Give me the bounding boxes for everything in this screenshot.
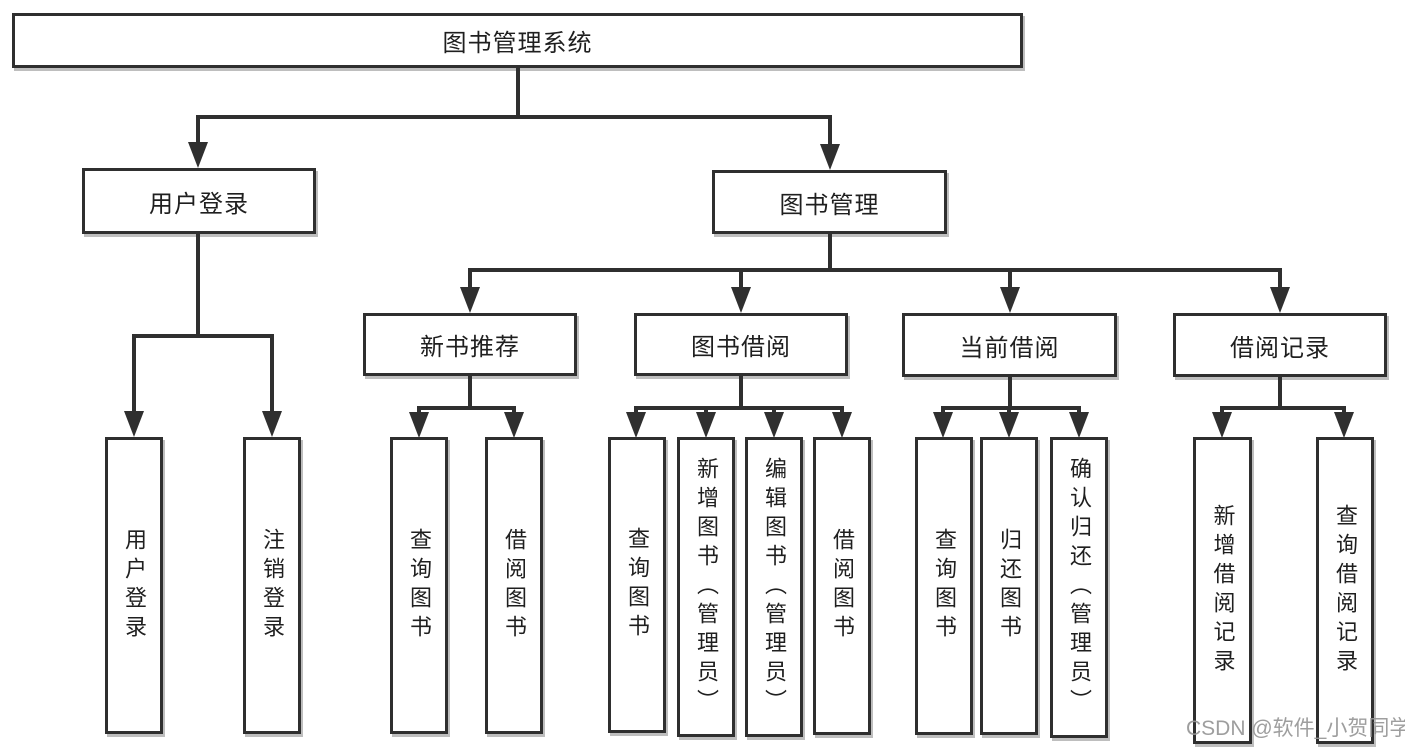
arrow-down-icon-leaf (764, 412, 784, 438)
node-borrow-records-label: 借阅记录 (1230, 334, 1330, 362)
connector-user-login-branch (132, 334, 274, 338)
node-root-label: 图书管理系统 (442, 30, 593, 57)
leaf-query-books-recommend: 查询图书 (390, 437, 448, 734)
connector-shaft-leaf (1007, 406, 1011, 416)
arrow-down-icon-leaf (1212, 412, 1232, 438)
connector-shaft-leaf (840, 406, 844, 416)
connector-level3-branch (468, 268, 1282, 272)
node-user-login: 用户登录 (82, 168, 316, 234)
connector-shaft-leaf (704, 406, 708, 416)
leaf-borrow-books: 借阅图书 (813, 437, 871, 735)
leaf-return-books-label: 归还图书 (997, 528, 1022, 644)
leaf-return-books: 归还图书 (980, 437, 1038, 735)
arrow-down-icon-borrow-records (1270, 287, 1290, 313)
leaf-logout: 注销登录 (243, 437, 301, 734)
connector-book-borrow-branch (634, 406, 844, 410)
connector-new-book-stem (468, 374, 472, 410)
node-new-book-recommend-label: 新书推荐 (420, 334, 520, 361)
arrow-down-icon-leaf-login (124, 411, 144, 437)
node-new-book-recommend: 新书推荐 (363, 313, 577, 376)
leaf-edit-books-admin-label: 编辑图书（管理员） (762, 456, 787, 718)
arrow-down-icon-leaf (696, 412, 716, 438)
arrow-down-icon-leaf (409, 412, 429, 438)
leaf-user-login-label: 用户登录 (122, 527, 147, 644)
connector-borrow-records-stem (1278, 374, 1282, 410)
arrow-down-icon-leaf (626, 412, 646, 438)
leaf-user-login: 用户登录 (105, 437, 163, 734)
node-user-login-label: 用户登录 (149, 190, 249, 218)
node-book-management-label: 图书管理 (779, 191, 880, 219)
leaf-add-borrow-record-label: 新增借阅记录 (1210, 503, 1236, 678)
csdn-watermark: CSDN @软件_小贺同学 (1186, 717, 1405, 740)
arrow-down-icon-leaf-logout (262, 411, 282, 437)
leaf-query-books-borrow-label: 查询图书 (625, 527, 650, 643)
arrow-down-icon-leaf (999, 412, 1019, 438)
connector-book-mgmt-stem (828, 232, 832, 272)
arrow-down-icon-leaf (832, 412, 852, 438)
leaf-confirm-return-admin-label: 确认归还（管理员） (1067, 457, 1092, 718)
connector-shaft-current-borrow (1008, 268, 1012, 290)
arrow-down-icon-leaf (504, 412, 524, 438)
node-root: 图书管理系统 (12, 13, 1023, 68)
leaf-edit-books-admin: 编辑图书（管理员） (745, 437, 803, 737)
connector-shaft-leaf (1220, 406, 1224, 416)
connector-current-borrow-stem (1008, 374, 1012, 410)
connector-shaft-user-login (196, 115, 200, 145)
node-book-borrow: 图书借阅 (634, 313, 848, 376)
leaf-add-books-admin: 新增图书（管理员） (677, 437, 735, 737)
connector-borrow-records-branch (1220, 406, 1346, 410)
connector-shaft-leaf (941, 406, 945, 416)
leaf-query-borrow-record: 查询借阅记录 (1316, 437, 1374, 744)
connector-shaft-borrow-records (1278, 268, 1282, 290)
node-current-borrow-label: 当前借阅 (959, 334, 1060, 362)
arrow-down-icon-current-borrow (1000, 287, 1020, 313)
connector-shaft-leaf (1077, 406, 1081, 416)
connector-shaft-leaf-logout (270, 334, 274, 413)
leaf-borrow-books-label: 借阅图书 (830, 528, 855, 644)
connector-shaft-book-mgmt (828, 115, 832, 147)
connector-current-borrow-branch (941, 406, 1081, 410)
arrow-down-icon-book-mgmt (820, 144, 840, 170)
leaf-query-books-recommend-label: 查询图书 (407, 527, 432, 644)
arrow-down-icon-user-login (188, 142, 208, 168)
connector-shaft-leaf (1342, 406, 1346, 416)
leaf-borrow-books-recommend-label: 借阅图书 (502, 527, 527, 644)
connector-new-book-branch (417, 406, 516, 410)
connector-level2-branch (196, 115, 832, 119)
node-book-borrow-label: 图书借阅 (691, 334, 791, 361)
leaf-logout-label: 注销登录 (260, 527, 285, 644)
connector-shaft-leaf-login (132, 334, 136, 413)
arrow-down-icon-leaf (1334, 412, 1354, 438)
connector-shaft-leaf (512, 406, 516, 416)
leaf-add-borrow-record: 新增借阅记录 (1193, 437, 1252, 744)
connector-user-login-stem (196, 232, 200, 338)
leaf-query-books-current: 查询图书 (915, 437, 973, 735)
connector-shaft-leaf (634, 406, 638, 416)
arrow-down-icon-leaf (933, 412, 953, 438)
node-current-borrow: 当前借阅 (902, 313, 1117, 377)
connector-shaft-leaf (772, 406, 776, 416)
leaf-add-books-admin-label: 新增图书（管理员） (694, 456, 719, 718)
connector-shaft-book-borrow (739, 268, 743, 290)
leaf-borrow-books-recommend: 借阅图书 (485, 437, 543, 734)
leaf-query-books-borrow: 查询图书 (608, 437, 666, 733)
node-book-management: 图书管理 (712, 170, 947, 234)
leaf-confirm-return-admin: 确认归还（管理员） (1050, 437, 1108, 738)
arrow-down-icon-new-book (460, 287, 480, 313)
leaf-query-books-current-label: 查询图书 (932, 528, 957, 644)
node-borrow-records: 借阅记录 (1173, 313, 1387, 377)
connector-book-borrow-stem (739, 374, 743, 410)
connector-root-stem (516, 66, 520, 117)
arrow-down-icon-leaf (1069, 412, 1089, 438)
leaf-query-borrow-record-label: 查询借阅记录 (1333, 503, 1358, 678)
connector-shaft-leaf (417, 406, 421, 416)
arrow-down-icon-book-borrow (731, 287, 751, 313)
connector-shaft-new-book (468, 268, 472, 290)
